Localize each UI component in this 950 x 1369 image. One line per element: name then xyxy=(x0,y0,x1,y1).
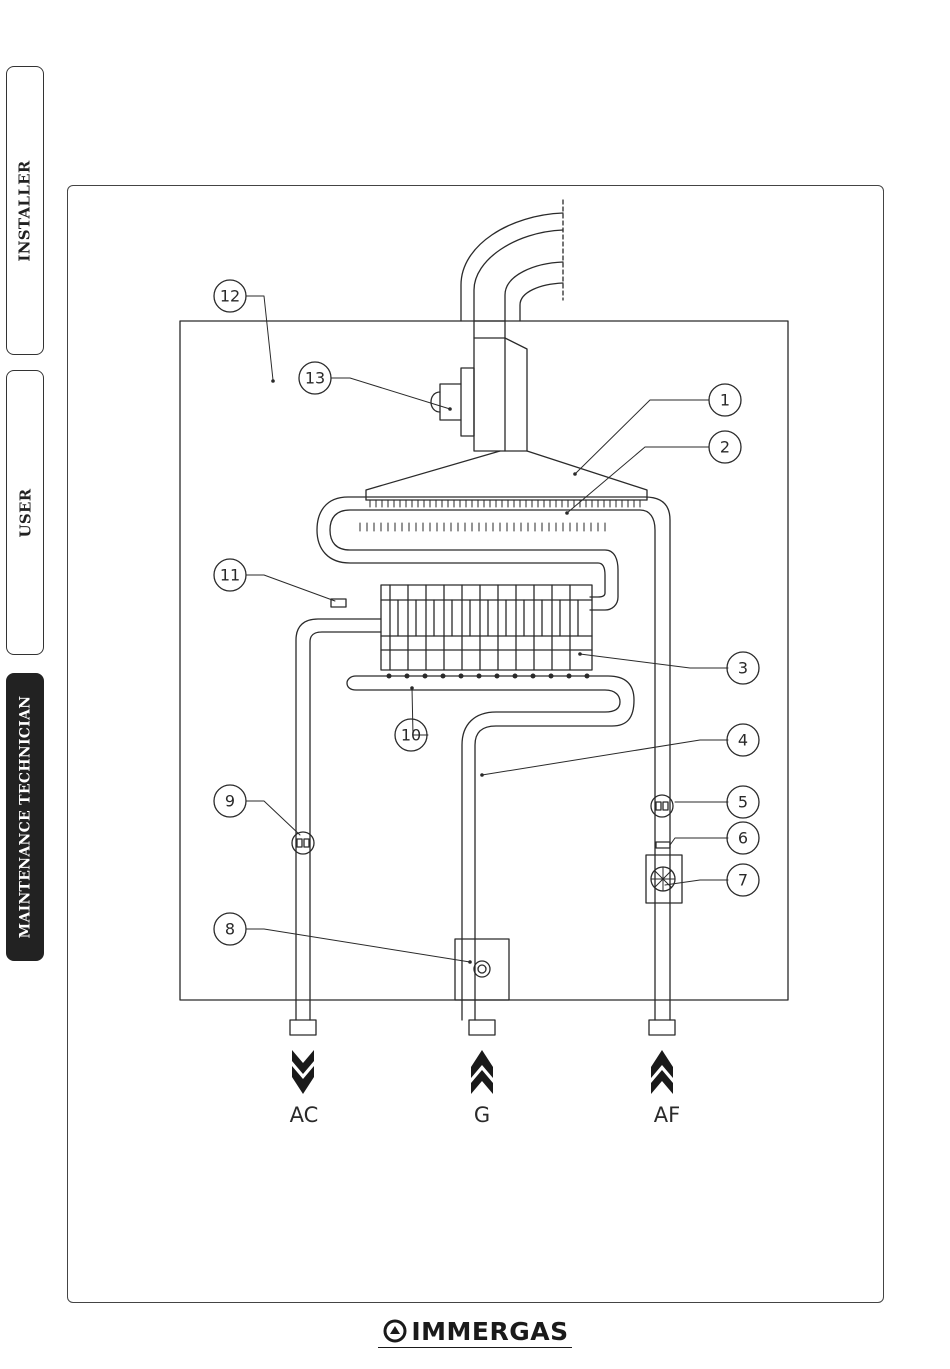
flue-duct xyxy=(461,200,563,321)
callout-13: 13 xyxy=(305,369,325,388)
callout-12: 12 xyxy=(220,287,240,306)
arrow-g-in xyxy=(471,1050,493,1094)
smoke-hood xyxy=(366,451,647,500)
callout-8: 8 xyxy=(225,920,235,939)
callout-7: 7 xyxy=(738,871,748,890)
boiler-casing xyxy=(180,321,788,1000)
pressure-switch xyxy=(431,368,474,436)
burner xyxy=(381,585,592,670)
label-af: AF xyxy=(654,1103,680,1127)
flow-arrows xyxy=(292,1050,673,1094)
connection-fittings xyxy=(290,1020,675,1035)
callout-5: 5 xyxy=(738,793,748,812)
callout-4: 4 xyxy=(738,731,748,750)
callout-1: 1 xyxy=(720,391,730,410)
hot-water-pipe xyxy=(296,619,381,1020)
callout-3: 3 xyxy=(738,659,748,678)
fan-housing xyxy=(474,321,505,451)
brand-name: IMMERGAS xyxy=(411,1317,568,1346)
label-ac: AC xyxy=(290,1103,319,1127)
callout-9: 9 xyxy=(225,792,235,811)
callout-2: 2 xyxy=(720,438,730,457)
gas-valve xyxy=(455,939,509,1000)
brand-logo: IMMERGAS xyxy=(376,1313,576,1349)
callout-6: 6 xyxy=(738,829,748,848)
brand-mark-icon xyxy=(383,1319,407,1343)
callout-11: 11 xyxy=(220,566,240,585)
callout-10: 10 xyxy=(401,726,421,745)
arrow-af-in xyxy=(651,1050,673,1094)
heat-exchanger xyxy=(317,497,670,1020)
label-g: G xyxy=(474,1103,490,1127)
outlet-probe xyxy=(292,832,314,854)
arrow-ac-out xyxy=(292,1050,314,1094)
